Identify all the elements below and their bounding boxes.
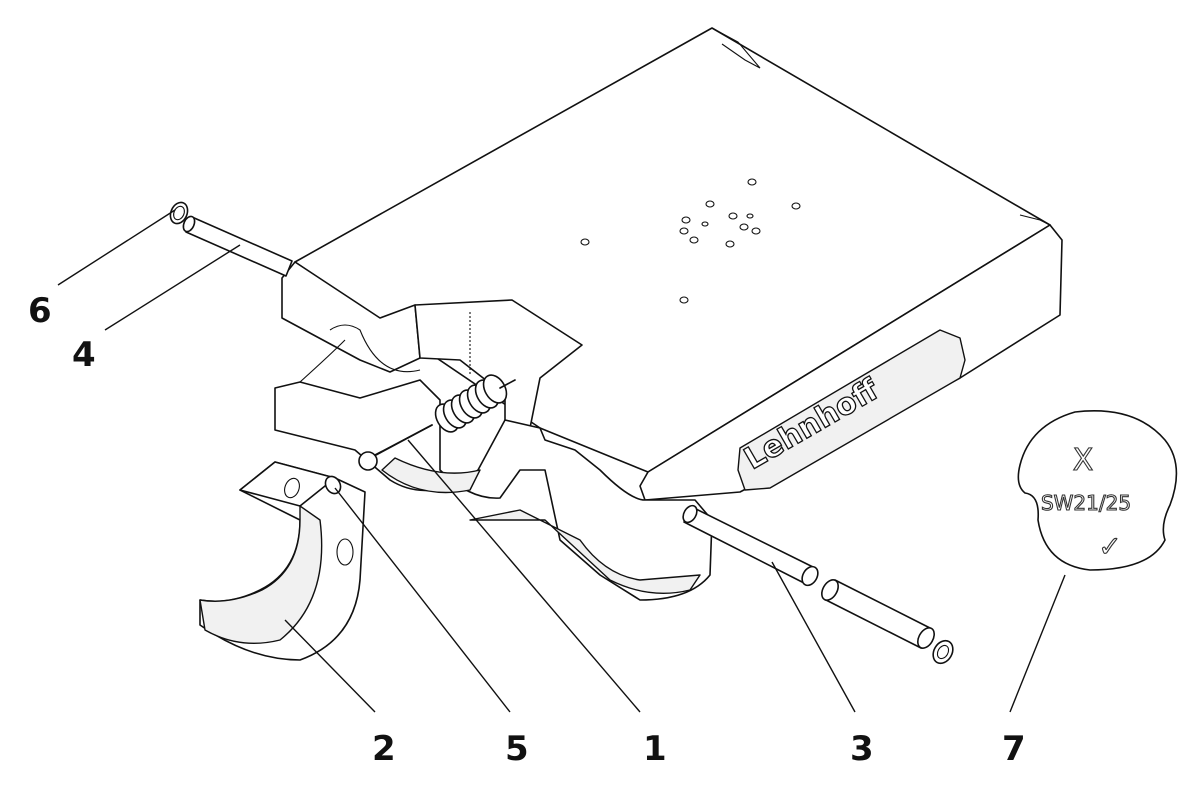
leader-4 <box>104 244 241 331</box>
leader-1 <box>407 439 641 713</box>
callout-numbers: 6 4 2 5 1 3 7 <box>28 291 1026 769</box>
jaw-cradle <box>274 324 713 601</box>
spring-coil <box>434 374 508 433</box>
leader-lines <box>57 209 1066 713</box>
badge-check-mark: ✓ <box>1098 530 1121 563</box>
housing-body: Lehnhoff <box>281 27 1063 501</box>
badge-size-label: SW21/25 <box>1041 491 1131 515</box>
size-badge: X SW21/25 ✓ <box>1017 410 1178 571</box>
leader-5 <box>334 487 511 713</box>
jaw-half-shell <box>199 461 366 661</box>
callout-1: 1 <box>643 729 667 769</box>
callout-5: 5 <box>505 729 529 769</box>
leader-2 <box>284 619 376 713</box>
callout-7: 7 <box>1002 729 1026 769</box>
pins-front-right <box>682 504 954 665</box>
callout-4: 4 <box>72 335 96 375</box>
leader-6 <box>57 209 176 286</box>
leader-7 <box>1009 574 1066 713</box>
spring-plunger <box>358 374 516 471</box>
callout-2: 2 <box>372 729 396 769</box>
callout-6: 6 <box>28 291 52 331</box>
badge-symbol: X <box>1073 443 1094 478</box>
brand-recess <box>737 329 966 491</box>
mounting-holes <box>580 178 801 304</box>
leader-3 <box>771 561 856 713</box>
callout-3: 3 <box>850 729 874 769</box>
pin-back-left <box>169 201 293 277</box>
